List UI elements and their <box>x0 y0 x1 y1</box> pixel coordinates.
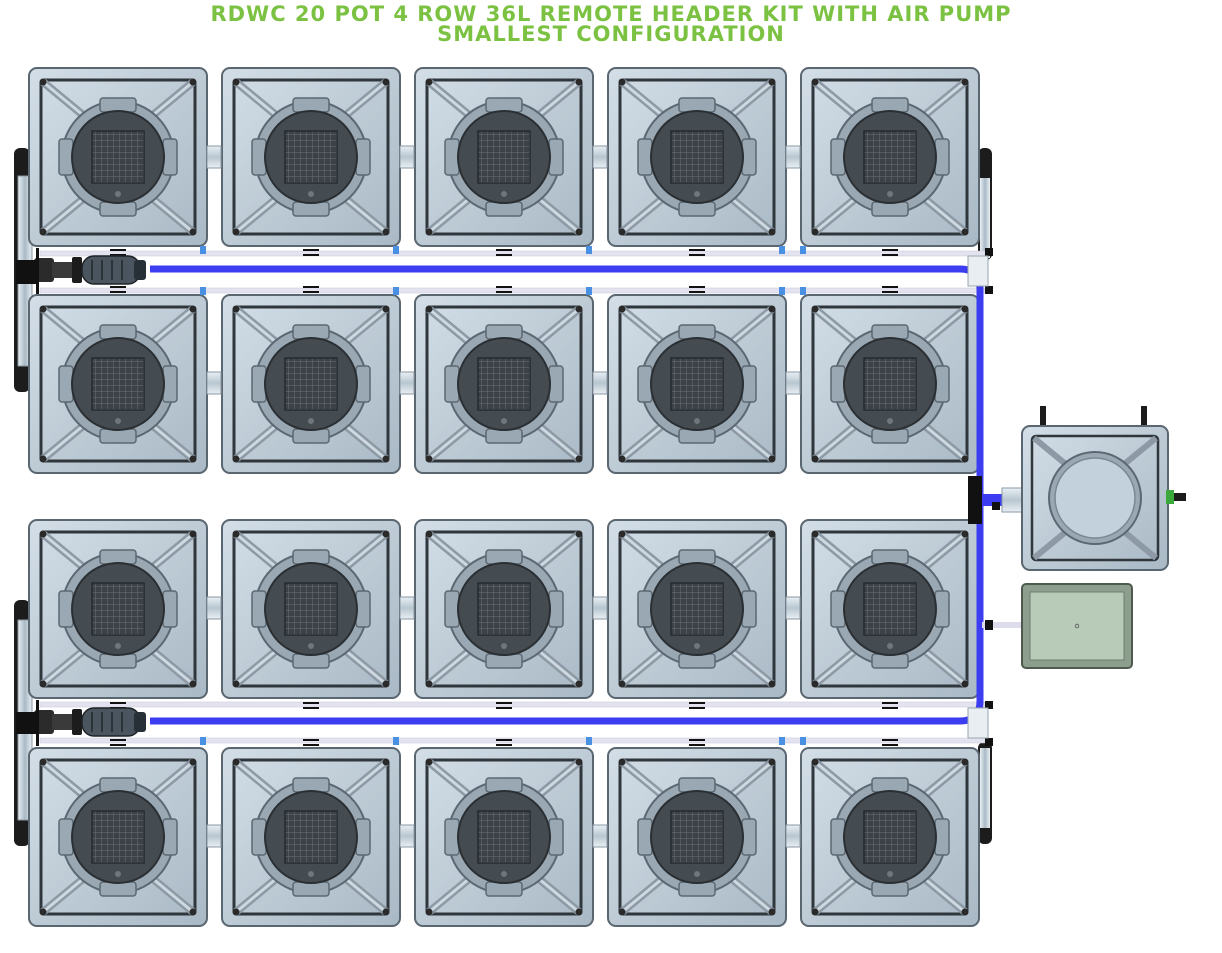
pot-r3-c3 <box>415 520 593 698</box>
pot-r1-c5 <box>801 68 979 246</box>
pot-r4-c2 <box>222 748 400 926</box>
diagram-subtitle: SMALLEST CONFIGURATION <box>437 22 785 46</box>
pot-r2-c2 <box>222 295 400 473</box>
pot-r4-c5 <box>801 748 979 926</box>
upper-feed-lines <box>39 246 993 720</box>
pot-r2-c3 <box>415 295 593 473</box>
lower-feed-lines <box>39 500 993 746</box>
pot-r3-c4 <box>608 520 786 698</box>
pot-r3-c2 <box>222 520 400 698</box>
pot-r4-c1 <box>29 748 207 926</box>
right-return-pipes <box>978 148 992 844</box>
pot-r3-c5 <box>801 520 979 698</box>
pot-r2-c5 <box>801 295 979 473</box>
pot-r1-c3 <box>415 68 593 246</box>
pot-r3-c1 <box>29 520 207 698</box>
pot-r1-c1 <box>29 68 207 246</box>
header-tank-icon <box>1021 406 1186 571</box>
pot-grid <box>29 68 979 926</box>
controller-box-icon <box>1021 583 1133 669</box>
left-return-pipes <box>14 148 33 846</box>
pot-r4-c4 <box>608 748 786 926</box>
pot-r2-c4 <box>608 295 786 473</box>
pot-r1-c2 <box>222 68 400 246</box>
diagram-title: RDWC 20 POT 4 ROW 36L REMOTE HEADER KIT … <box>210 2 1012 26</box>
pot-r4-c3 <box>415 748 593 926</box>
pot-r1-c4 <box>608 68 786 246</box>
header-connection <box>968 476 1025 630</box>
pot-r2-c1 <box>29 295 207 473</box>
